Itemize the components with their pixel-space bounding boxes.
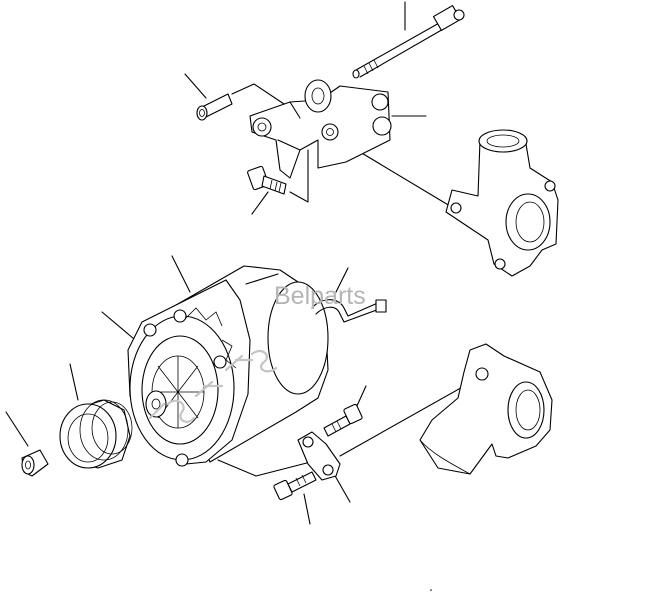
bracket [249,79,392,179]
watermark: Belparts [148,282,366,423]
alternator [127,265,329,467]
pulley [59,399,133,469]
upper-bolt [352,5,465,79]
watermark-text: Belparts [274,282,366,310]
lower-elbow [419,343,553,475]
small-bolt [247,165,287,195]
pulley-nut [21,449,49,477]
leader-lines [5,1,483,525]
water-outlet-elbow [445,129,559,277]
watermark-logo-icon [148,349,278,423]
stray-mark [430,589,432,591]
sleeve [196,93,233,121]
wire-lead [311,299,387,323]
stud-bolt [323,403,363,437]
plate [297,431,341,481]
mount-bolt [273,471,317,501]
